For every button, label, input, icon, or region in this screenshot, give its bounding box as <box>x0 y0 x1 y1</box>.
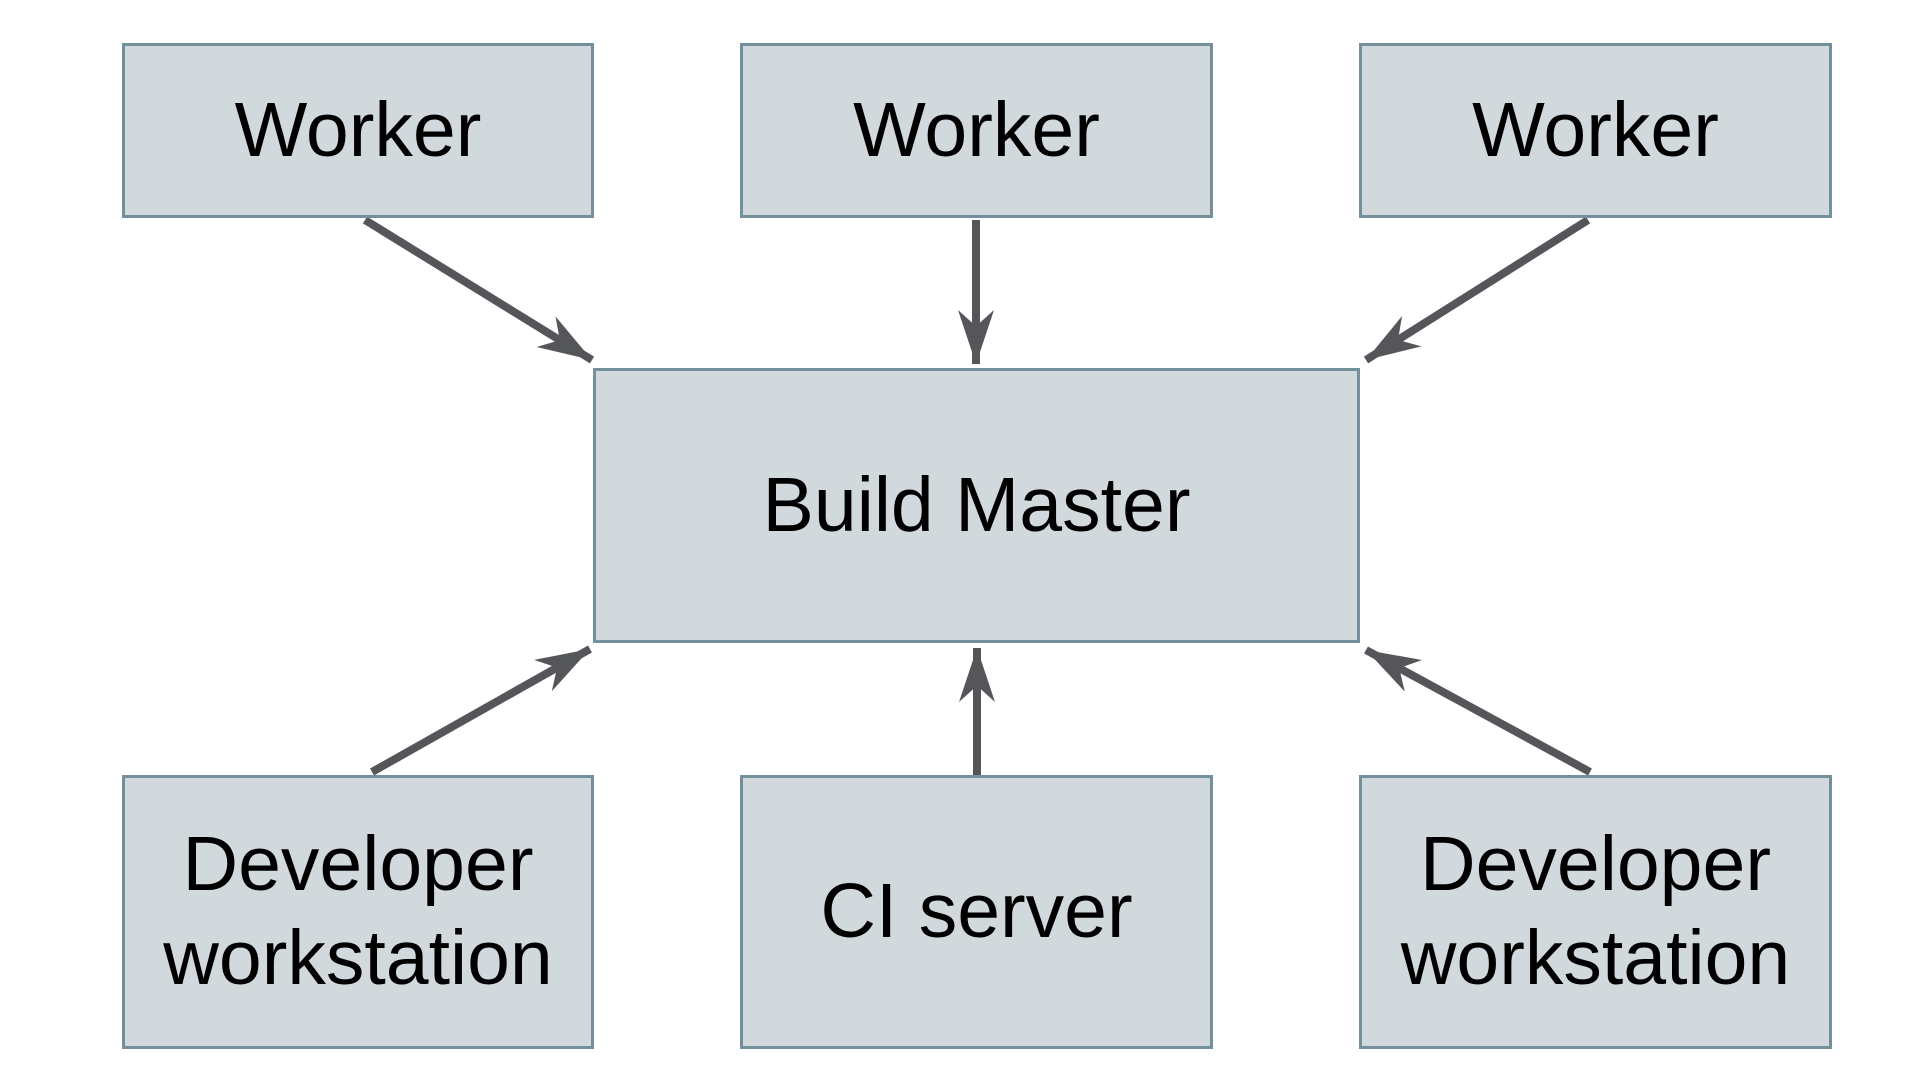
node-ci-server: CI server <box>740 775 1213 1049</box>
node-worker-top-left: Worker <box>122 43 594 218</box>
node-worker-top-middle: Worker <box>740 43 1213 218</box>
node-label: Worker <box>234 86 482 173</box>
node-label: CI server <box>820 868 1133 955</box>
node-developer-workstation-left: Developer workstation <box>122 775 594 1049</box>
arrow-dev-workstation-left-to-build-master <box>370 645 592 776</box>
node-label: Build Master <box>762 461 1191 548</box>
node-label: Developer workstation <box>1400 821 1791 1001</box>
node-developer-workstation-right: Developer workstation <box>1359 775 1832 1049</box>
node-worker-top-right: Worker <box>1359 43 1832 218</box>
arrow-dev-workstation-right-to-build-master <box>1364 646 1592 776</box>
node-label: Worker <box>1472 86 1719 173</box>
node-label: Developer workstation <box>163 821 553 1001</box>
node-build-master: Build Master <box>593 368 1360 643</box>
arrow-worker-right-to-build-master <box>1363 216 1591 364</box>
arrow-worker-left-to-build-master <box>362 216 595 364</box>
node-label: Worker <box>853 86 1100 173</box>
